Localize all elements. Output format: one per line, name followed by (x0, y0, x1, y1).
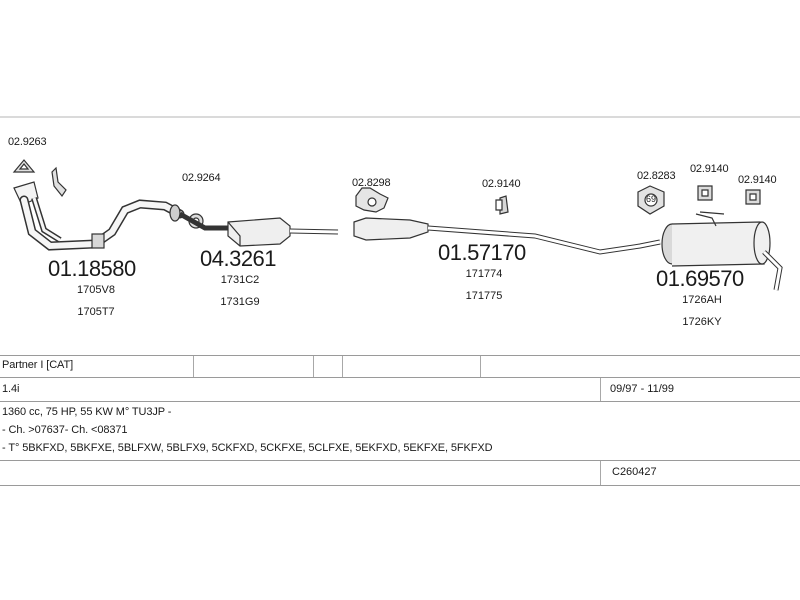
accessory-code-3: 02.8298 (352, 177, 391, 189)
part-number-4: 01.69570 (656, 266, 744, 291)
accessory-code-1: 02.9263 (8, 136, 47, 148)
col-divider-5 (600, 378, 601, 401)
table-chassis: - Ch. >07637- Ch. <08371 (2, 424, 128, 436)
accessory-code-7: 02.9140 (738, 174, 777, 186)
catalytic-converter-part (178, 211, 339, 247)
front-pipe-part (13, 181, 185, 251)
table-line-4 (0, 460, 800, 461)
part-1-code-2: 1705T7 (77, 306, 115, 318)
part-number-2: 04.3261 (200, 246, 277, 271)
part-2-code-1: 1731C2 (220, 274, 260, 286)
table-types: - T° 5BKFXD, 5BKFXE, 5BLFXW, 5BLFX9, 5CK… (2, 442, 493, 454)
table-line-3 (0, 401, 800, 402)
gasket-icon (12, 159, 67, 198)
col-divider-1 (193, 356, 194, 377)
col-divider-6 (600, 461, 601, 485)
table-line-2 (0, 377, 800, 378)
table-model: Partner I [CAT] (2, 359, 74, 371)
centre-silencer-part (353, 187, 661, 255)
accessory-code-5: 02.8283 (637, 170, 676, 182)
ring-label: 69 (646, 194, 657, 204)
col-divider-2 (313, 356, 314, 377)
part-4-code-1: 1726AH (682, 294, 722, 306)
table-line-5 (0, 485, 800, 486)
table-spec: 1360 cc, 75 HP, 55 KW M° TU3JP - (2, 406, 172, 418)
accessory-code-4: 02.9140 (482, 178, 521, 190)
part-4-code-2: 1726KY (682, 316, 722, 328)
accessory-code-6: 02.9140 (690, 163, 729, 175)
rear-silencer-part (637, 185, 783, 291)
table-period: 09/97 - 11/99 (610, 383, 675, 395)
part-number-3: 01.57170 (438, 240, 526, 265)
part-number-1: 01.18580 (48, 256, 136, 281)
part-1-code-1: 1705V8 (77, 284, 115, 296)
col-divider-3 (342, 356, 343, 377)
part-2-code-2: 1731G9 (220, 296, 260, 308)
accessory-code-2: 02.9264 (182, 172, 221, 184)
col-divider-4 (480, 356, 481, 377)
part-3-code-2: 171775 (465, 290, 503, 302)
part-3-code-1: 171774 (465, 268, 503, 280)
table-engine: 1.4i (2, 383, 20, 395)
table-code: C260427 (612, 466, 657, 478)
table-line-1 (0, 355, 800, 356)
